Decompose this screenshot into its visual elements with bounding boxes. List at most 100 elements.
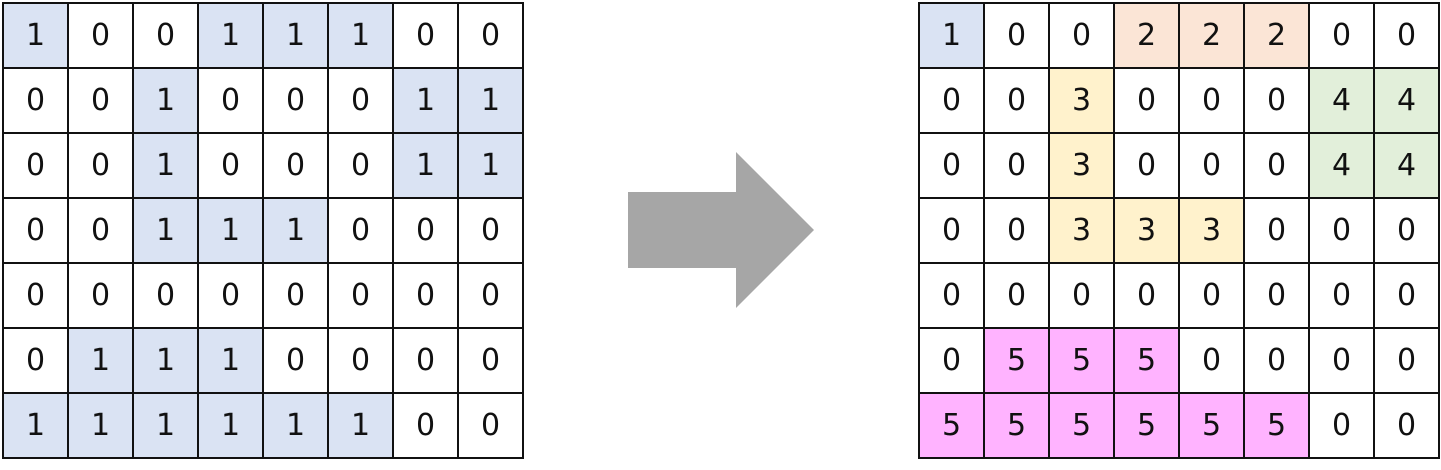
grid-cell: 0 bbox=[457, 327, 524, 394]
grid-cell: 0 bbox=[457, 262, 524, 329]
grid-cell: 1 bbox=[392, 132, 459, 199]
grid-cell: 0 bbox=[327, 67, 394, 134]
grid-cell: 0 bbox=[1373, 327, 1440, 394]
grid-cell: 3 bbox=[1178, 197, 1245, 264]
grid-cell: 0 bbox=[918, 197, 985, 264]
grid-cell: 1 bbox=[327, 2, 394, 69]
grid-cell: 5 bbox=[918, 392, 985, 459]
grid-cell: 0 bbox=[392, 2, 459, 69]
grid-cell: 3 bbox=[1113, 197, 1180, 264]
grid-cell: 0 bbox=[392, 392, 459, 459]
right-arrow-icon bbox=[628, 152, 814, 308]
grid-cell: 5 bbox=[983, 392, 1050, 459]
grid-cell: 4 bbox=[1308, 67, 1375, 134]
grid-cell: 1 bbox=[132, 132, 199, 199]
grid-cell: 0 bbox=[983, 197, 1050, 264]
grid-cell: 0 bbox=[327, 132, 394, 199]
grid-cell: 1 bbox=[67, 327, 134, 394]
grid-cell: 0 bbox=[1178, 132, 1245, 199]
grid-cell: 0 bbox=[327, 197, 394, 264]
grid-cell: 0 bbox=[1308, 2, 1375, 69]
grid-cell: 3 bbox=[1048, 197, 1115, 264]
grid-cell: 5 bbox=[1048, 327, 1115, 394]
grid-cell: 0 bbox=[918, 262, 985, 329]
grid-cell: 5 bbox=[1178, 392, 1245, 459]
grid-cell: 0 bbox=[1243, 132, 1310, 199]
grid-cell: 0 bbox=[132, 2, 199, 69]
grid-cell: 0 bbox=[918, 67, 985, 134]
grid-cell: 1 bbox=[2, 2, 69, 69]
grid-cell: 0 bbox=[2, 67, 69, 134]
grid-cell: 0 bbox=[1113, 262, 1180, 329]
grid-cell: 5 bbox=[1113, 392, 1180, 459]
grid-cell: 1 bbox=[132, 67, 199, 134]
grid-cell: 0 bbox=[67, 262, 134, 329]
grid-cell: 0 bbox=[67, 2, 134, 69]
grid-cell: 0 bbox=[457, 392, 524, 459]
grid-cell: 1 bbox=[2, 392, 69, 459]
grid-cell: 0 bbox=[197, 132, 264, 199]
grid-cell: 1 bbox=[262, 197, 329, 264]
grid-cell: 0 bbox=[327, 327, 394, 394]
grid-cell: 0 bbox=[2, 262, 69, 329]
grid-cell: 0 bbox=[918, 327, 985, 394]
grid-cell: 0 bbox=[67, 132, 134, 199]
grid-cell: 1 bbox=[392, 67, 459, 134]
grid-cell: 1 bbox=[197, 392, 264, 459]
grid-cell: 1 bbox=[262, 392, 329, 459]
grid-cell: 0 bbox=[983, 132, 1050, 199]
grid-cell: 0 bbox=[1243, 327, 1310, 394]
grid-cell: 0 bbox=[457, 197, 524, 264]
grid-cell: 0 bbox=[1308, 392, 1375, 459]
grid-cell: 0 bbox=[1048, 2, 1115, 69]
grid-cell: 1 bbox=[457, 67, 524, 134]
grid-cell: 1 bbox=[327, 392, 394, 459]
grid-cell: 4 bbox=[1308, 132, 1375, 199]
grid-cell: 0 bbox=[1373, 2, 1440, 69]
grid-cell: 1 bbox=[262, 2, 329, 69]
grid-cell: 0 bbox=[1178, 262, 1245, 329]
grid-cell: 1 bbox=[457, 132, 524, 199]
grid-cell: 1 bbox=[197, 197, 264, 264]
grid-cell: 0 bbox=[392, 262, 459, 329]
grid-cell: 0 bbox=[262, 132, 329, 199]
grid-cell: 1 bbox=[197, 327, 264, 394]
grid-cell: 5 bbox=[1243, 392, 1310, 459]
grid-cell: 0 bbox=[197, 67, 264, 134]
grid-cell: 0 bbox=[1178, 327, 1245, 394]
grid-cell: 0 bbox=[1373, 197, 1440, 264]
grid-cell: 1 bbox=[67, 392, 134, 459]
grid-cell: 1 bbox=[132, 197, 199, 264]
grid-cell: 1 bbox=[197, 2, 264, 69]
grid-cell: 5 bbox=[1048, 392, 1115, 459]
grid-cell: 0 bbox=[392, 197, 459, 264]
grid-cell: 0 bbox=[327, 262, 394, 329]
grid-cell: 2 bbox=[1243, 2, 1310, 69]
grid-cell: 0 bbox=[1308, 197, 1375, 264]
grid-cell: 3 bbox=[1048, 132, 1115, 199]
grid-cell: 0 bbox=[67, 67, 134, 134]
grid-cell: 4 bbox=[1373, 132, 1440, 199]
grid-cell: 1 bbox=[132, 392, 199, 459]
grid-cell: 0 bbox=[197, 262, 264, 329]
grid-cell: 0 bbox=[1113, 132, 1180, 199]
grid-cell: 0 bbox=[983, 67, 1050, 134]
grid-cell: 0 bbox=[1048, 262, 1115, 329]
grid-cell: 0 bbox=[2, 197, 69, 264]
grid-cell: 2 bbox=[1113, 2, 1180, 69]
grid-cell: 5 bbox=[1113, 327, 1180, 394]
grid-cell: 0 bbox=[2, 327, 69, 394]
grid-cell: 0 bbox=[1178, 67, 1245, 134]
